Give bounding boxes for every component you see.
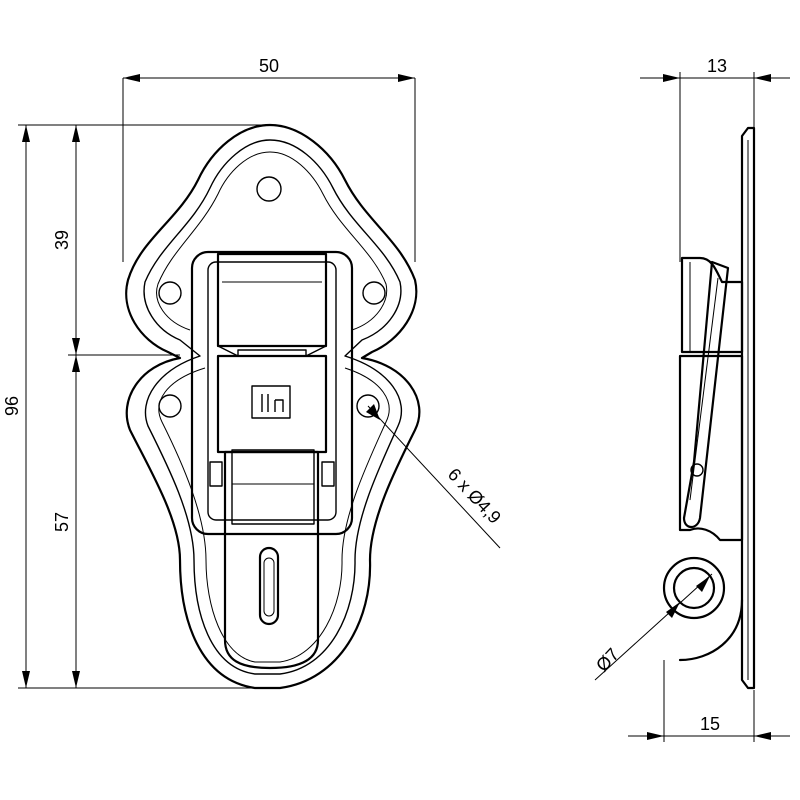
dimension-pin-diameter: Ø7: [592, 573, 713, 681]
side-lever-arm-line: [689, 277, 719, 501]
base-plate-inner-2: [156, 151, 388, 331]
dimension-height-upper: 39: [52, 125, 180, 356]
lever-clip-left: [209, 461, 223, 487]
side-body: [678, 354, 744, 542]
dim-label-57: 57: [52, 512, 72, 532]
base-plate-inner: [143, 139, 403, 675]
side-pivot-pin: [672, 566, 716, 610]
dim-label-50: 50: [259, 56, 279, 76]
dim-label-96: 96: [2, 396, 22, 416]
dim-label-holes: 6 x Ø4,9: [444, 464, 505, 527]
dimension-height-lower: 57: [52, 355, 80, 688]
dim-label-pin: Ø7: [592, 644, 623, 675]
mounting-hole-lower-right: [356, 394, 380, 418]
lever-slot: [258, 546, 280, 626]
latch-frame: [190, 250, 354, 536]
hook-block-bevel: [217, 345, 327, 357]
dim-label-15: 15: [700, 714, 720, 734]
lever-slot-inner: [263, 557, 275, 617]
base-plate-inner-3: [158, 367, 390, 663]
side-pivot-outer: [662, 556, 726, 620]
front-view: [125, 123, 421, 690]
dimension-side-thickness: 13: [640, 56, 790, 262]
side-view: [662, 126, 756, 690]
side-lever-arm: [682, 260, 730, 529]
dim-label-13: 13: [707, 56, 727, 76]
side-hook: [680, 256, 744, 354]
dimension-side-base: 15: [628, 660, 790, 742]
lever-grip: [231, 449, 315, 525]
base-plate-outline: [125, 123, 421, 690]
mounting-hole-lower-left: [158, 394, 182, 418]
dimension-width-top: 50: [122, 56, 416, 262]
side-rivet: [690, 463, 704, 477]
brand-logo-icon: [251, 385, 291, 419]
lever-plate: [216, 354, 328, 454]
lever-handle: [223, 450, 320, 670]
mounting-hole-upper-left: [158, 281, 182, 305]
dimension-holes: 6 x Ø4,9: [366, 404, 505, 549]
mounting-hole-upper-right: [362, 281, 386, 305]
lever-clip-right: [321, 461, 335, 487]
dimension-height-total: 96: [2, 124, 262, 689]
mounting-hole-top: [256, 176, 282, 202]
hook-block: [216, 252, 328, 348]
latch-frame-inner: [207, 261, 337, 521]
dim-label-39: 39: [52, 230, 72, 250]
side-pivot-hook: [678, 598, 744, 662]
